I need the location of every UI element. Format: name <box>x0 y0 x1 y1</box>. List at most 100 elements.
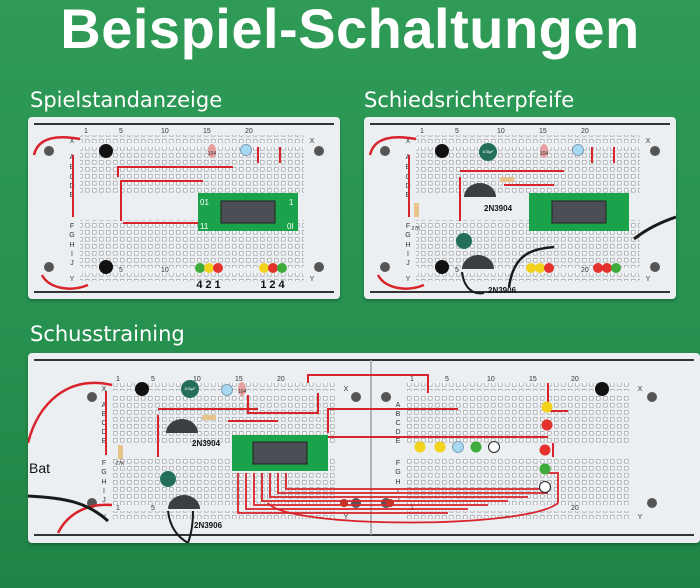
transistor-label: 2N3904 <box>192 439 221 448</box>
black-wire <box>461 271 485 295</box>
red-wire <box>368 136 417 156</box>
push-button-icon <box>135 382 149 396</box>
column-number: 10 <box>161 128 169 135</box>
breadboard-schiedsrichterpfeife: X A B C D E F G H I J Y X Y 1 5 10 15 20… <box>364 117 677 299</box>
screw-icon <box>351 392 361 402</box>
breadboard-schusstraining-svg: X A B C D E F G H I J Y X Y A B C D E F … <box>26 359 694 544</box>
column-number: 15 <box>235 376 243 383</box>
hole-strip-x <box>406 383 630 391</box>
push-button-icon <box>99 260 113 274</box>
column-number: 20 <box>277 376 285 383</box>
breadboard-schusstraining: X A B C D E F G H I J Y X Y A B C D E F … <box>26 353 700 544</box>
resistor-label: 27K <box>412 226 422 232</box>
column-number: 20 <box>581 267 589 274</box>
screw-icon <box>44 262 54 272</box>
row-letter: X <box>102 386 107 393</box>
screw-icon <box>351 498 361 508</box>
screw-icon <box>380 262 390 272</box>
row-letter: Y <box>406 276 411 283</box>
row-letter: Y <box>344 514 349 521</box>
red-wire <box>376 274 425 290</box>
push-button-icon <box>595 382 609 396</box>
column-number: 15 <box>203 128 211 135</box>
row-letter: I <box>71 251 73 258</box>
led-value-labels-left: 421 <box>196 279 223 291</box>
led-blue-icon <box>452 441 464 453</box>
capacitor-label: 104 <box>238 389 247 395</box>
screw-icon <box>44 146 54 156</box>
hole-block-top <box>406 395 630 443</box>
red-wire <box>117 166 233 177</box>
red-wire <box>277 473 548 494</box>
black-wire <box>27 494 110 523</box>
column-number: 1 <box>116 505 120 512</box>
screw-icon <box>647 498 657 508</box>
screw-icon <box>87 392 97 402</box>
capacitor-label: 100µF <box>184 386 196 391</box>
hole-strip-y <box>416 273 640 281</box>
led-red-icon <box>268 263 278 273</box>
chip-pin-label: 1 <box>289 198 294 207</box>
display-chip-body <box>220 200 276 224</box>
capacitor-label: 104 <box>208 151 217 157</box>
row-letter: E <box>102 438 107 445</box>
red-wire <box>261 473 508 502</box>
hole-strip-x <box>80 135 304 143</box>
red-wire <box>253 473 488 506</box>
display-chip-body <box>252 441 308 465</box>
led-yellow-icon <box>434 441 446 453</box>
row-letter: C <box>395 420 400 427</box>
led-yellow-icon <box>535 263 545 273</box>
row-letter: G <box>69 232 74 239</box>
row-letter: X <box>70 138 75 145</box>
led-white-icon <box>539 481 551 493</box>
panel-label-spielstandanzeige: Spielstandanzeige <box>30 88 223 112</box>
chip-pin-label: 0I <box>287 222 294 231</box>
column-number: 1 <box>84 128 88 135</box>
row-letter: Y <box>310 276 315 283</box>
led-red-icon <box>593 263 603 273</box>
row-letter: B <box>396 411 401 418</box>
breadboard-schiedsrichterpfeife-svg: X A B C D E F G H I J Y X Y 1 5 10 15 20… <box>368 123 677 295</box>
electrolytic-capacitor-icon <box>456 233 472 249</box>
push-button-icon <box>99 144 113 158</box>
led-blue-icon <box>572 144 584 156</box>
row-letter: F <box>102 460 106 467</box>
column-number: 15 <box>529 376 537 383</box>
row-letter: X <box>344 386 349 393</box>
resistor-icon <box>118 445 123 459</box>
row-letter: J <box>102 497 106 504</box>
row-letter: F <box>406 223 410 230</box>
red-wire <box>548 472 559 503</box>
led-white-icon <box>488 441 500 453</box>
row-letter: E <box>396 438 401 445</box>
resistor-icon <box>500 177 514 182</box>
black-wire <box>507 245 555 288</box>
resistor-icon <box>386 499 394 507</box>
led-red-icon <box>539 444 551 456</box>
led-red-icon <box>602 263 612 273</box>
transistor-label: 2N3906 <box>488 286 517 295</box>
black-wire <box>633 215 677 241</box>
row-letter: G <box>405 232 410 239</box>
red-wire <box>267 502 559 524</box>
screw-icon <box>380 146 390 156</box>
led-yellow-icon <box>526 263 536 273</box>
capacitor-label: 100µF <box>482 149 494 154</box>
electrolytic-capacitor-icon <box>160 471 176 487</box>
row-letter: H <box>101 479 106 486</box>
row-letter: Y <box>70 276 75 283</box>
hole-strip-y <box>80 273 304 281</box>
led-yellow-icon <box>414 441 426 453</box>
row-letter: G <box>101 469 106 476</box>
electrolytic-capacitor-icon <box>479 143 497 161</box>
screw-icon <box>314 262 324 272</box>
black-wire <box>167 510 189 544</box>
led-yellow-icon <box>259 263 269 273</box>
row-letter: Y <box>646 276 651 283</box>
red-wire <box>40 274 89 290</box>
led-blue-icon <box>240 144 252 156</box>
display-chip-body <box>551 200 607 224</box>
red-wire <box>32 136 81 156</box>
panel-label-schusstraining: Schusstraining <box>30 322 185 346</box>
